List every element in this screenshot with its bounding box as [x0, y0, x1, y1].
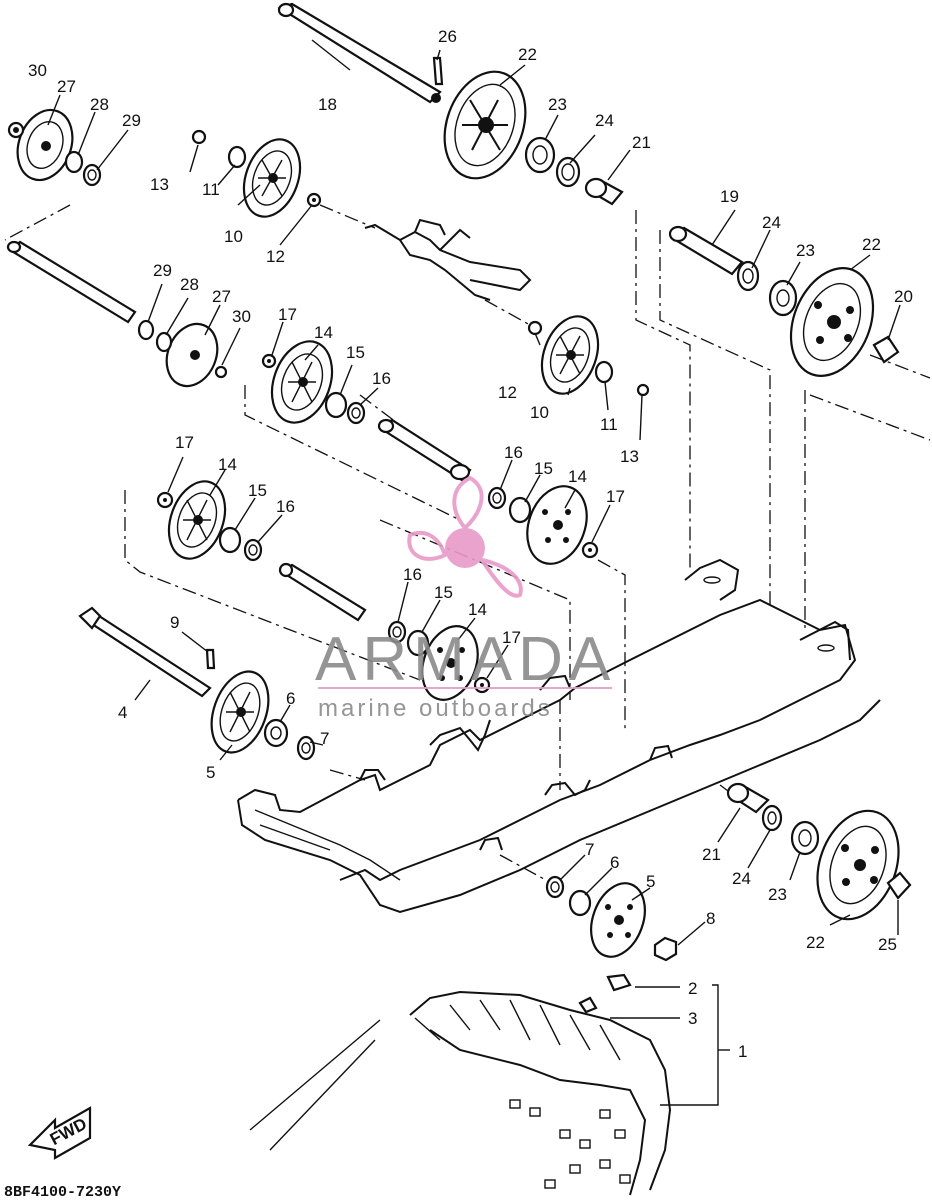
wheel-5-lower: [590, 882, 646, 958]
callout-12: 12: [266, 247, 285, 266]
callout-5: 5: [646, 872, 655, 891]
callout-6: 6: [286, 689, 295, 708]
callout-19: 19: [720, 187, 739, 206]
callout-21: 21: [632, 133, 651, 152]
callout-6: 6: [610, 853, 619, 872]
callout-10: 10: [530, 403, 549, 422]
callout-14: 14: [218, 455, 237, 474]
callout-27: 27: [57, 77, 76, 96]
small-parts: [7, 121, 912, 1014]
assembly-bracket: [610, 984, 730, 1106]
callout-29: 29: [153, 261, 172, 280]
callout-20: 20: [894, 287, 913, 306]
callout-labels: 30 27 28 29 13 11 10 12 18 26 22 23 24 2…: [28, 27, 913, 1061]
callout-11: 11: [202, 180, 220, 199]
wheel-27-top: [16, 108, 74, 182]
wheel-5-left: [210, 670, 270, 754]
watermark-tagline: marine outboards: [318, 695, 553, 722]
wheel-14-lower: [421, 625, 479, 701]
callout-28: 28: [180, 275, 199, 294]
callout-30: 30: [28, 61, 47, 80]
callout-2: 2: [688, 979, 697, 998]
callout-8: 8: [706, 909, 715, 928]
wheel-10-mid: [540, 315, 600, 395]
wheel-22-right: [789, 267, 875, 377]
diagram-code: 8BF4100-7230Y: [4, 1184, 121, 1201]
callout-24: 24: [762, 213, 781, 232]
callout-28: 28: [90, 95, 109, 114]
slide-rail-frame: [237, 218, 881, 914]
callout-16: 16: [372, 369, 391, 388]
callout-17: 17: [278, 305, 297, 324]
callout-21: 21: [702, 845, 721, 864]
callout-12: 12: [498, 383, 517, 402]
shafts: [6, 2, 770, 814]
wheel-22-lower: [816, 809, 900, 921]
callout-1: 1: [738, 1042, 747, 1061]
callout-9: 9: [170, 613, 179, 632]
callout-15: 15: [434, 583, 453, 602]
callout-13: 13: [620, 447, 639, 466]
wheel-14-upper: [270, 340, 334, 424]
callout-26: 26: [438, 27, 457, 46]
callout-7: 7: [320, 729, 329, 748]
callout-23: 23: [768, 885, 787, 904]
callout-11: 11: [600, 415, 618, 434]
front-direction-marker: FWD: [27, 1106, 92, 1160]
callout-29: 29: [122, 111, 141, 130]
callout-23: 23: [796, 241, 815, 260]
callout-27: 27: [212, 287, 231, 306]
callout-4: 4: [118, 703, 127, 722]
callout-10: 10: [224, 227, 243, 246]
watermark-logo-icon: [407, 475, 523, 598]
callout-17: 17: [502, 628, 521, 647]
callout-17: 17: [175, 433, 194, 452]
callout-30: 30: [232, 307, 251, 326]
wheels: [16, 70, 900, 958]
callout-7: 7: [585, 840, 594, 859]
callout-18: 18: [318, 95, 337, 114]
wheel-22-top: [443, 70, 527, 180]
callout-25: 25: [878, 935, 897, 954]
callout-23: 23: [548, 95, 567, 114]
wheel-27-mid: [165, 322, 219, 388]
callout-22: 22: [806, 933, 825, 952]
callout-15: 15: [534, 459, 553, 478]
callout-13: 13: [150, 175, 169, 194]
watermark-brand: ARMADA: [315, 625, 616, 694]
callout-15: 15: [248, 481, 267, 500]
callout-22: 22: [518, 45, 537, 64]
wheel-10-top: [242, 138, 302, 218]
callout-24: 24: [732, 869, 751, 888]
watermark: ARMADA marine outboards: [315, 475, 616, 722]
callout-3: 3: [688, 1009, 697, 1028]
callout-16: 16: [276, 497, 295, 516]
callout-14: 14: [468, 600, 487, 619]
callout-24: 24: [595, 111, 614, 130]
callout-17: 17: [606, 487, 625, 506]
callout-16: 16: [403, 565, 422, 584]
leader-lines: [47, 39, 901, 946]
track-belt: [249, 990, 672, 1196]
callout-5: 5: [206, 763, 215, 782]
callout-14: 14: [568, 467, 587, 486]
callout-14: 14: [314, 323, 333, 342]
wheel-14-center: [526, 485, 588, 565]
callout-16: 16: [504, 443, 523, 462]
callout-22: 22: [862, 235, 881, 254]
wheel-14-left: [167, 480, 227, 560]
callout-15: 15: [346, 343, 365, 362]
